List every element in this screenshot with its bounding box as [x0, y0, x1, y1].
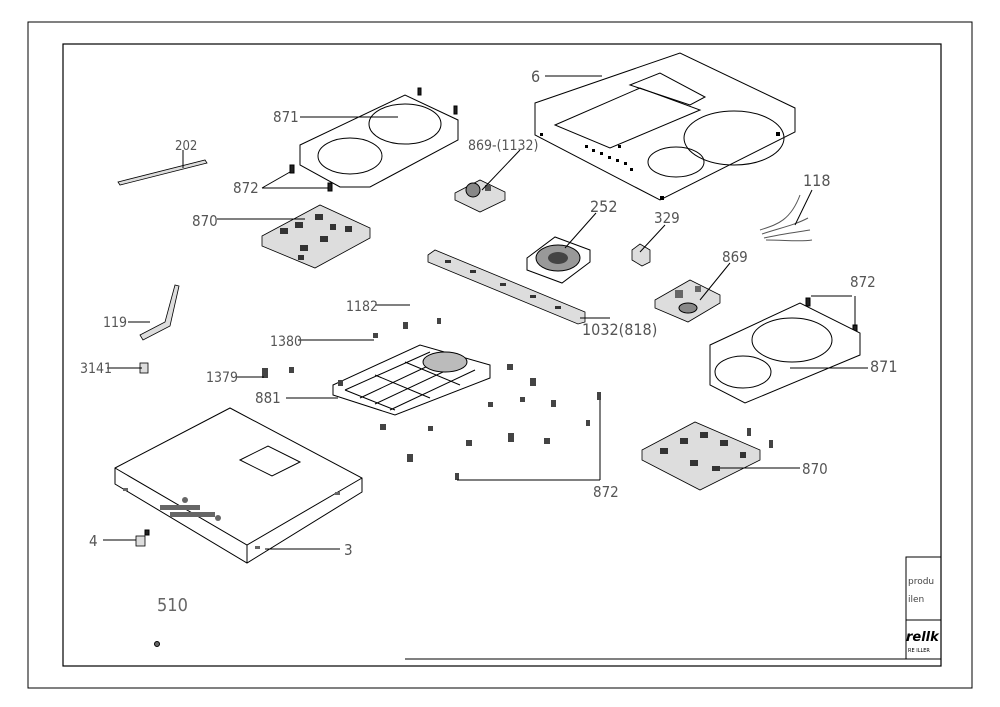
- label-329: 329: [654, 209, 680, 227]
- title-block-product-text: produ: [908, 577, 934, 587]
- brand-logo: rellk: [906, 630, 940, 645]
- pcb-lower-part: [641, 421, 761, 491]
- glass-top-part: [534, 52, 796, 201]
- label-119: 119: [103, 315, 127, 331]
- bent-rod-part: [139, 284, 180, 341]
- outer-border: [27, 21, 973, 689]
- label-870-upper: 870: [192, 212, 218, 230]
- standoffs: [262, 318, 773, 480]
- label-1032-818: 1032(818): [582, 320, 657, 339]
- label-869: 869: [722, 248, 748, 266]
- label-118: 118: [803, 171, 830, 190]
- screw-part: [154, 641, 160, 647]
- title-block: produ ilen rellk RE ILLER: [405, 556, 942, 660]
- label-871-upper: 871: [273, 108, 299, 126]
- brand-subtitle: RE ILLER: [908, 648, 930, 654]
- cable-part: [759, 194, 813, 242]
- label-510: 510: [157, 595, 188, 616]
- part-labels: 6 871 202 872 869-(1132) 870 252 329 118…: [80, 67, 897, 616]
- leader-lines: [103, 75, 868, 550]
- strip-part: [427, 249, 586, 325]
- inner-border: [62, 43, 942, 667]
- label-872-upper: 872: [233, 179, 259, 197]
- label-252: 252: [590, 197, 617, 216]
- bottom-housing-part: [114, 407, 363, 564]
- rod-part: [117, 159, 208, 186]
- sensor-plate-lower-part: [709, 302, 861, 404]
- label-881: 881: [255, 389, 281, 407]
- label-1380: 1380: [270, 334, 302, 350]
- label-1379: 1379: [206, 370, 238, 386]
- label-872-right: 872: [850, 273, 876, 291]
- label-6: 6: [531, 67, 540, 86]
- label-3141: 3141: [80, 361, 112, 377]
- title-block-file-text: ilen: [908, 595, 924, 605]
- label-1182: 1182: [346, 299, 378, 315]
- sensor-plate-upper-part: [299, 87, 459, 188]
- clip-upper-part: [289, 164, 333, 192]
- label-871-lower: 871: [870, 357, 897, 376]
- small-board-right-part: [654, 279, 721, 323]
- foot-part: [135, 529, 150, 547]
- pcb-upper-part: [261, 204, 371, 269]
- small-board-upper-part: [454, 179, 506, 213]
- label-4: 4: [89, 532, 98, 550]
- frame-part: [332, 344, 491, 416]
- label-870-lower: 870: [802, 460, 828, 478]
- fan-part: [526, 236, 591, 284]
- label-869-1132: 869-(1132): [468, 138, 538, 154]
- label-3: 3: [344, 541, 353, 559]
- label-872-lower: 872: [593, 483, 619, 501]
- bracket-part: [631, 243, 651, 267]
- label-202: 202: [175, 139, 197, 154]
